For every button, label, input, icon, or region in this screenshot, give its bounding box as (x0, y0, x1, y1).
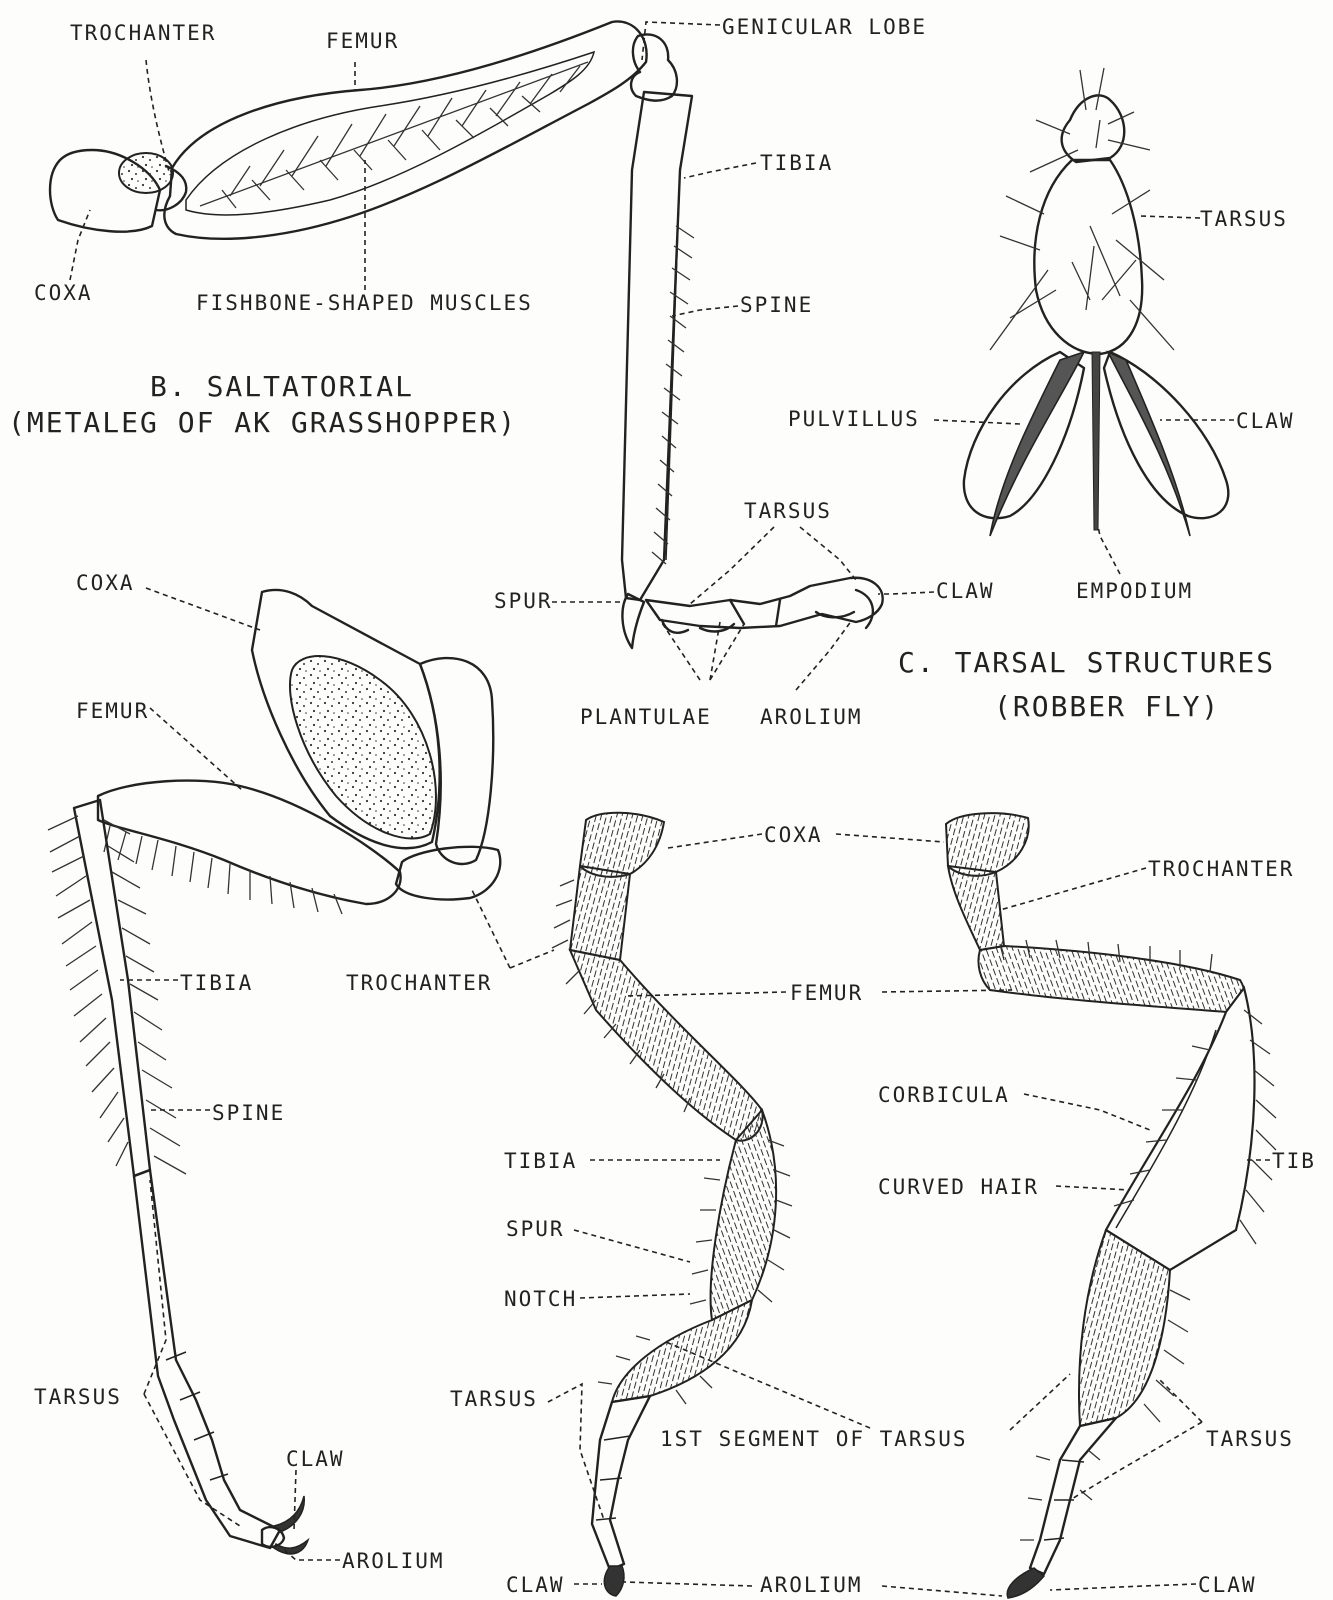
label-bee-tibia-right: TIB (1272, 1149, 1316, 1173)
tarsal-claw-left (990, 352, 1084, 536)
label-bee-claw-left: CLAW (506, 1573, 565, 1597)
label-b-tibia: TIBIA (760, 151, 833, 175)
label-b-plantulae: PLANTULAE (580, 705, 712, 729)
raptorial-trochanter-base (396, 847, 500, 900)
bee-leg-left (552, 813, 792, 1596)
label-bee-femur: FEMUR (790, 981, 863, 1005)
tarsal-claw-right (1108, 352, 1190, 536)
empodium (1092, 352, 1100, 530)
label-bee-tibia-left: TIBIA (504, 1149, 577, 1173)
saltatorial-leg (50, 21, 883, 648)
saltatorial-tibia (622, 92, 692, 600)
bee-left-tibia (711, 1110, 777, 1320)
label-b-arolium: AROLIUM (760, 705, 863, 729)
caption-b-line1: B. SALTATORIAL (150, 370, 414, 403)
label-c-tarsus: TARSUS (1200, 207, 1288, 231)
genicular-lobe (631, 34, 677, 100)
label-bee-corbicula: CORBICULA (878, 1083, 1010, 1107)
bee-left-claw (604, 1566, 624, 1596)
label-b-femur: FEMUR (326, 29, 399, 53)
raptorial-tarsus (134, 1170, 280, 1548)
label-bee-first-segment: 1ST SEGMENT OF TARSUS (660, 1427, 968, 1451)
saltatorial-arolium (816, 612, 854, 617)
raptorial-coxa-field (290, 656, 436, 838)
bee-left-tarsomeres (592, 1396, 650, 1570)
bee-right-claw (1007, 1568, 1044, 1598)
label-bee-notch: NOTCH (504, 1287, 577, 1311)
raptorial-tibia-spines (48, 816, 186, 1174)
label-bee-tarsus-right: TARSUS (1206, 1427, 1294, 1451)
label-bee-coxa: COXA (764, 823, 823, 847)
raptorial-femur-spines (104, 826, 342, 914)
label-r-trochanter: TROCHANTER (346, 971, 492, 995)
caption-c-line2: (ROBBER FLY) (994, 690, 1220, 723)
label-r-coxa: COXA (76, 571, 135, 595)
label-b-spine: SPINE (740, 293, 813, 317)
bee-left-trochanter (570, 866, 630, 960)
label-r-spine: SPINE (212, 1101, 285, 1125)
label-bee-curved-hair: CURVED HAIR (878, 1175, 1039, 1199)
label-b-tarsus: TARSUS (744, 499, 832, 523)
tarsal-tip-segment (1062, 95, 1125, 162)
label-bee-claw-right: CLAW (1198, 1573, 1257, 1597)
saltatorial-spur (622, 594, 644, 648)
label-c-empodium: EMPODIUM (1076, 579, 1193, 603)
label-r-arolium: AROLIUM (342, 1549, 445, 1573)
label-b-trochanter: TROCHANTER (70, 21, 216, 45)
caption-b-line2: (METALEG OF AK GRASSHOPPER) (8, 406, 517, 439)
label-r-tibia: TIBIA (180, 971, 253, 995)
saltatorial-tarsus (646, 578, 883, 628)
label-bee-arolium: AROLIUM (760, 1573, 863, 1597)
label-b-claw: CLAW (936, 579, 995, 603)
label-c-pulvillus: PULVILLUS (788, 407, 920, 431)
label-bee-tarsus-left: TARSUS (450, 1387, 538, 1411)
label-b-spur: SPUR (494, 589, 553, 613)
label-r-femur: FEMUR (76, 699, 149, 723)
label-b-genicular-lobe: GENICULAR LOBE (722, 15, 927, 39)
label-bee-trochanter: TROCHANTER (1148, 857, 1294, 881)
bee-right-femur (978, 946, 1244, 1012)
bee-right-tarsomeres (1030, 1418, 1116, 1574)
label-b-fishbone-muscles: FISHBONE-SHAPED MUSCLES (196, 291, 533, 315)
raptorial-leg (48, 590, 500, 1554)
bee-right-trochanter (948, 866, 1004, 950)
tarsal-structures (964, 68, 1228, 536)
label-bee-spur: SPUR (506, 1217, 565, 1241)
bee-left-first-tarsus (612, 1300, 752, 1402)
tarsal-segment (1034, 160, 1142, 354)
bee-right-tibia (1106, 988, 1254, 1270)
tarsal-bristles (990, 68, 1174, 350)
bee-left-femur (570, 950, 763, 1141)
raptorial-tibia (74, 800, 150, 1176)
caption-c-line1: C. TARSAL STRUCTURES (898, 646, 1275, 679)
label-r-tarsus: TARSUS (34, 1385, 122, 1409)
label-c-claw: CLAW (1236, 409, 1295, 433)
saltatorial-tibia-spines (652, 226, 694, 564)
bee-leg-right (946, 813, 1276, 1598)
label-r-claw: CLAW (286, 1447, 345, 1471)
label-b-coxa: COXA (34, 281, 93, 305)
